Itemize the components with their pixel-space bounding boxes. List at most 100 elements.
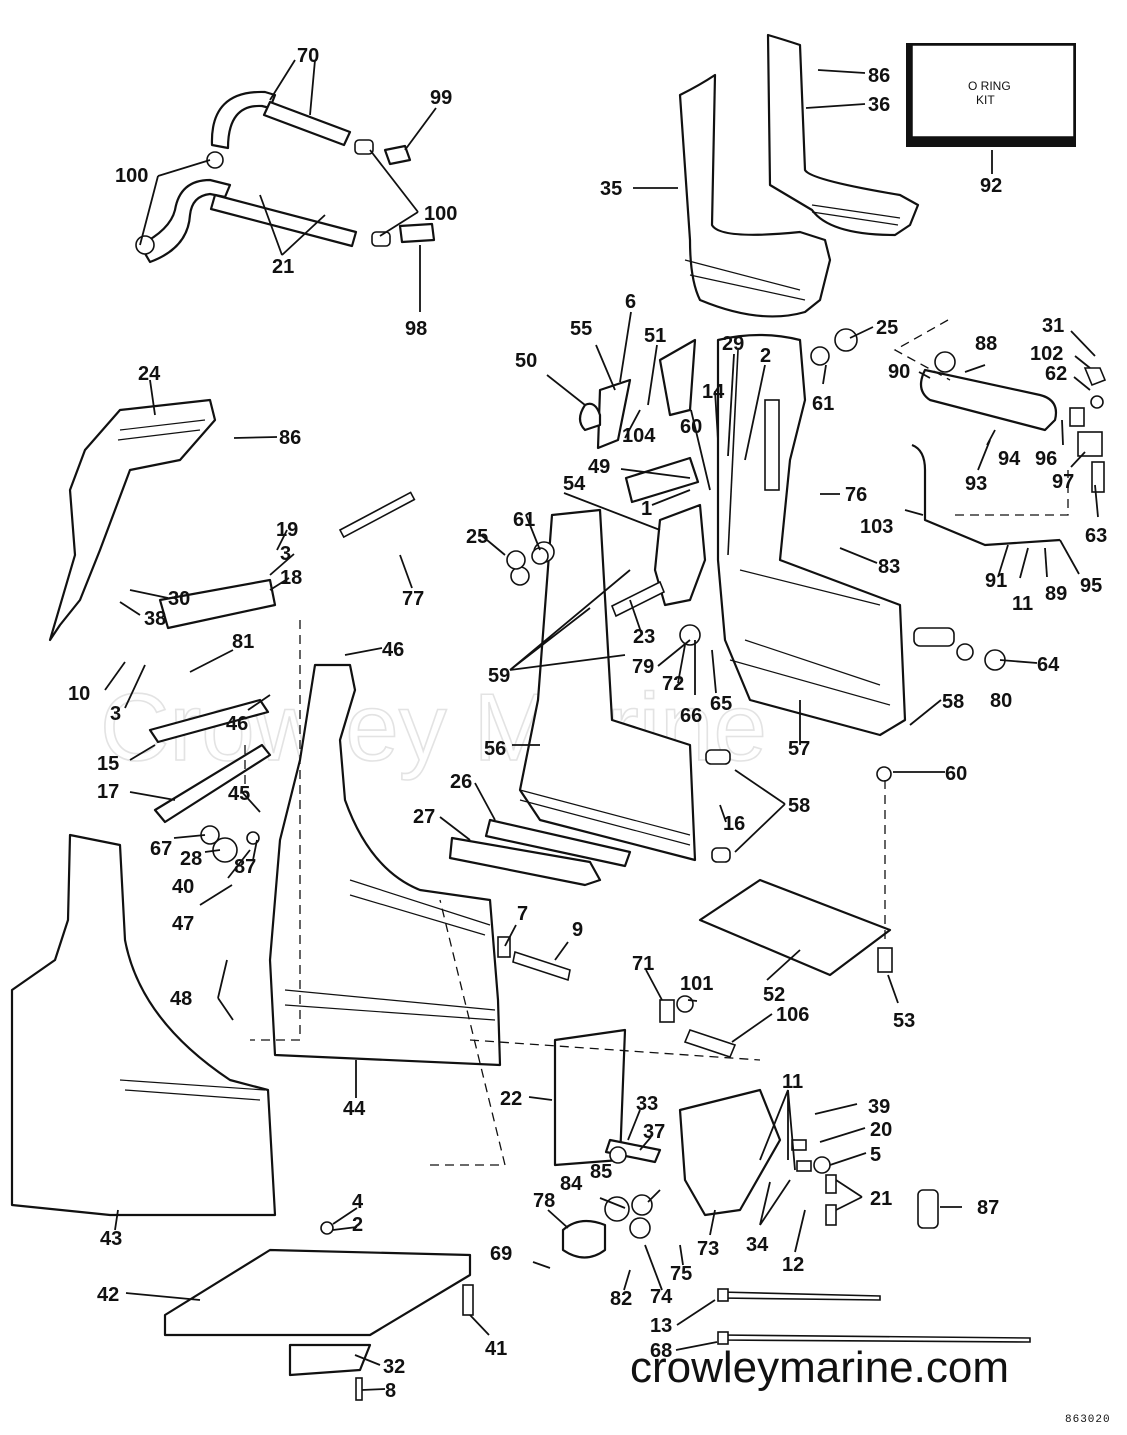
callout-62: 62 [1045,363,1067,385]
callout-24: 24 [138,363,161,385]
callout-97: 97 [1052,471,1074,493]
callout-47: 47 [172,913,194,935]
callout-48: 48 [170,988,192,1010]
callout-50: 50 [515,350,537,372]
callout-43: 43 [100,1228,122,1250]
callout-35: 35 [600,178,622,200]
callout-102: 102 [1030,343,1063,365]
callout-25: 25 [876,317,898,339]
callout-86: 86 [868,65,890,87]
callout-56: 56 [484,738,506,760]
callout-87: 87 [977,1197,999,1219]
trim-covers-35-36 [678,33,920,318]
callout-3: 3 [110,703,121,725]
callout-41: 41 [485,1338,507,1360]
callout-46: 46 [382,639,404,661]
callout-5: 5 [870,1144,881,1166]
callout-95: 95 [1080,575,1102,597]
callout-60: 60 [680,416,702,438]
callout-84: 84 [560,1173,583,1195]
callout-83: 83 [878,556,900,578]
callout-19: 19 [276,519,298,541]
callout-31: 31 [1042,315,1064,337]
callout-71: 71 [632,953,654,975]
callout-73: 73 [697,1238,719,1260]
callout-14: 14 [702,381,725,403]
callout-98: 98 [405,318,427,340]
callout-8: 8 [385,1380,396,1402]
callout-55: 55 [570,318,592,340]
stern-bracket-right [716,333,1006,782]
callout-58: 58 [942,691,964,713]
callout-94: 94 [998,448,1021,470]
callout-9: 9 [572,919,583,941]
callout-82: 82 [610,1288,632,1310]
callout-52: 52 [763,984,785,1006]
callout-49: 49 [588,456,610,478]
callout-64: 64 [1037,654,1060,676]
callout-79: 79 [632,656,654,678]
callout-37: 37 [643,1121,665,1143]
shield-43 [10,833,277,1217]
callout-91: 91 [985,570,1007,592]
callout-17: 17 [97,781,119,803]
plates-15-17 [148,491,416,863]
callout-69: 69 [490,1243,512,1265]
callout-60: 60 [945,763,967,785]
tilt-link-parts [506,328,858,646]
callout-86: 86 [279,427,301,449]
reference-lines [244,319,1069,1166]
callout-78: 78 [533,1190,555,1212]
callout-85: 85 [590,1161,612,1183]
callout-74: 74 [650,1286,673,1308]
callout-42: 42 [97,1284,119,1306]
callout-39: 39 [868,1096,890,1118]
callout-88: 88 [975,333,997,355]
callout-labels: 70 99 100 100 21 98 86 36 92 35 25 31 10… [68,45,1107,1402]
callout-29: 29 [722,333,744,355]
plate-52 [698,878,893,977]
callout-100: 100 [115,165,148,187]
cover-24 [48,398,217,642]
callout-11: 11 [1012,593,1033,615]
callout-21: 21 [272,256,294,278]
callout-68: 68 [650,1340,672,1362]
callout-32: 32 [383,1356,405,1378]
callout-45: 45 [228,783,250,805]
callout-7: 7 [517,903,528,925]
callout-10: 10 [68,683,90,705]
swivel-bracket [268,663,571,1067]
callout-92: 92 [980,175,1002,197]
callout-104: 104 [622,425,656,447]
callout-33: 33 [636,1093,658,1115]
callout-16: 16 [723,813,745,835]
callout-72: 72 [662,673,684,695]
callout-58: 58 [788,795,810,817]
callout-2: 2 [352,1214,363,1236]
callout-106: 106 [776,1004,809,1026]
callout-101: 101 [680,973,713,995]
callout-54: 54 [563,473,586,495]
kit-label-line2: KIT [976,93,995,107]
callout-89: 89 [1045,583,1067,605]
o-ring-kit-box: O RING KIT [906,43,1076,147]
callout-40: 40 [172,876,194,898]
callout-18: 18 [280,567,302,589]
callout-2: 2 [760,345,771,367]
callout-20: 20 [870,1119,892,1141]
leader-lines [104,59,1099,1391]
callout-23: 23 [633,626,655,648]
callout-87: 87 [234,856,256,878]
callout-100: 100 [424,203,457,225]
callout-57: 57 [788,738,810,760]
callout-4: 4 [352,1191,364,1213]
callout-53: 53 [893,1010,915,1032]
callout-90: 90 [888,361,910,383]
callout-61: 61 [513,509,535,531]
callout-96: 96 [1035,448,1057,470]
callout-25: 25 [466,526,488,548]
callout-12: 12 [782,1254,804,1276]
callout-99: 99 [430,87,452,109]
callout-13: 13 [650,1315,672,1337]
